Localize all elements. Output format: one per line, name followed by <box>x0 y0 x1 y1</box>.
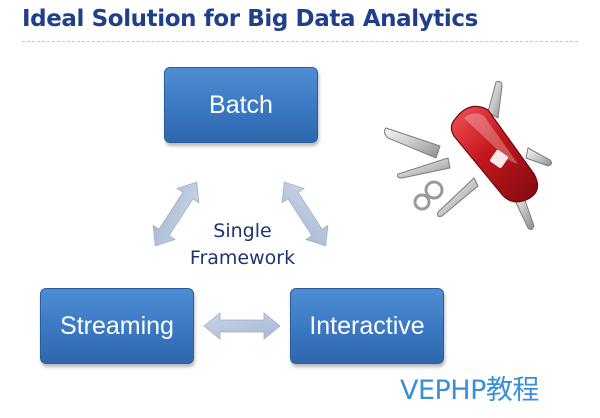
slide-title: Ideal Solution for Big Data Analytics <box>22 6 478 32</box>
swiss-army-knife-icon <box>383 81 553 231</box>
node-streaming: Streaming <box>40 288 194 364</box>
arrow-batch-interactive <box>281 181 329 247</box>
node-batch: Batch <box>164 67 318 143</box>
center-label-line-2: Framework <box>189 247 296 269</box>
center-label: Single Framework <box>180 218 305 272</box>
arrow-batch-streaming <box>152 181 200 247</box>
arrow-streaming-interactive <box>203 312 281 340</box>
watermark-text: VEPHP教程 <box>400 375 539 406</box>
title-divider <box>22 41 578 42</box>
node-interactive: Interactive <box>290 288 444 364</box>
center-label-line-1: Single <box>213 220 272 242</box>
